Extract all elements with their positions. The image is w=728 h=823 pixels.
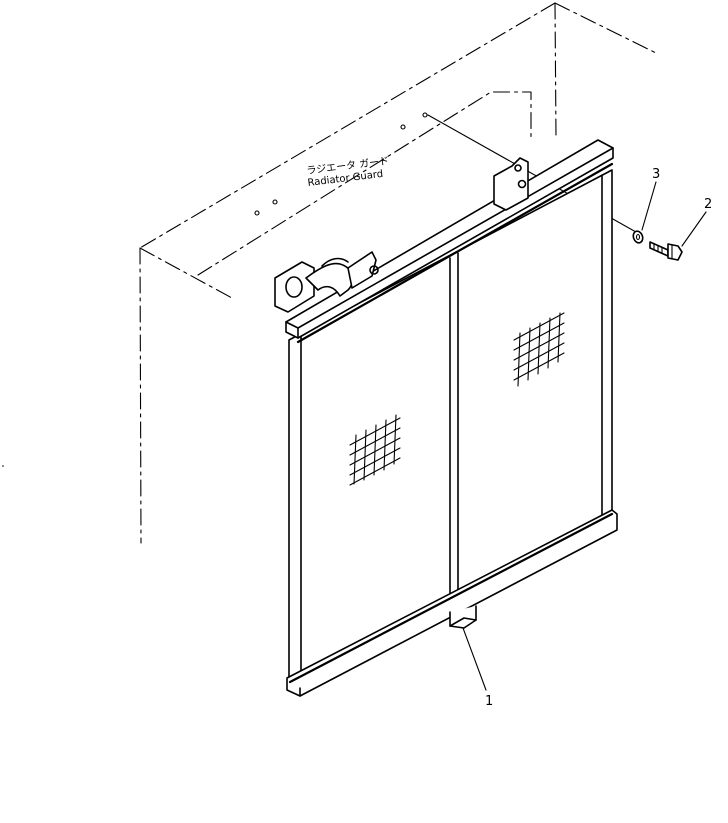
callout-3: 3	[641, 167, 660, 231]
scan-dot	[2, 465, 4, 467]
callout-number-1: 1	[485, 694, 493, 709]
mounting-bracket	[493, 157, 529, 211]
bolt	[649, 241, 683, 261]
callout-2: 2	[681, 197, 712, 247]
callout-1: 1	[462, 627, 493, 709]
radiator-guard-outline	[139, 2, 657, 544]
callout-number-3: 3	[652, 167, 660, 182]
callout-number-2: 2	[704, 197, 712, 212]
radiator-guard-label: ラジエータ ガード Radiator Guard	[306, 155, 390, 189]
radiator	[274, 139, 618, 697]
core-damage-hatch-right	[513, 312, 565, 387]
washer	[632, 230, 644, 244]
inlet-pipe	[274, 251, 379, 313]
core-damage-hatch-left	[349, 414, 401, 486]
